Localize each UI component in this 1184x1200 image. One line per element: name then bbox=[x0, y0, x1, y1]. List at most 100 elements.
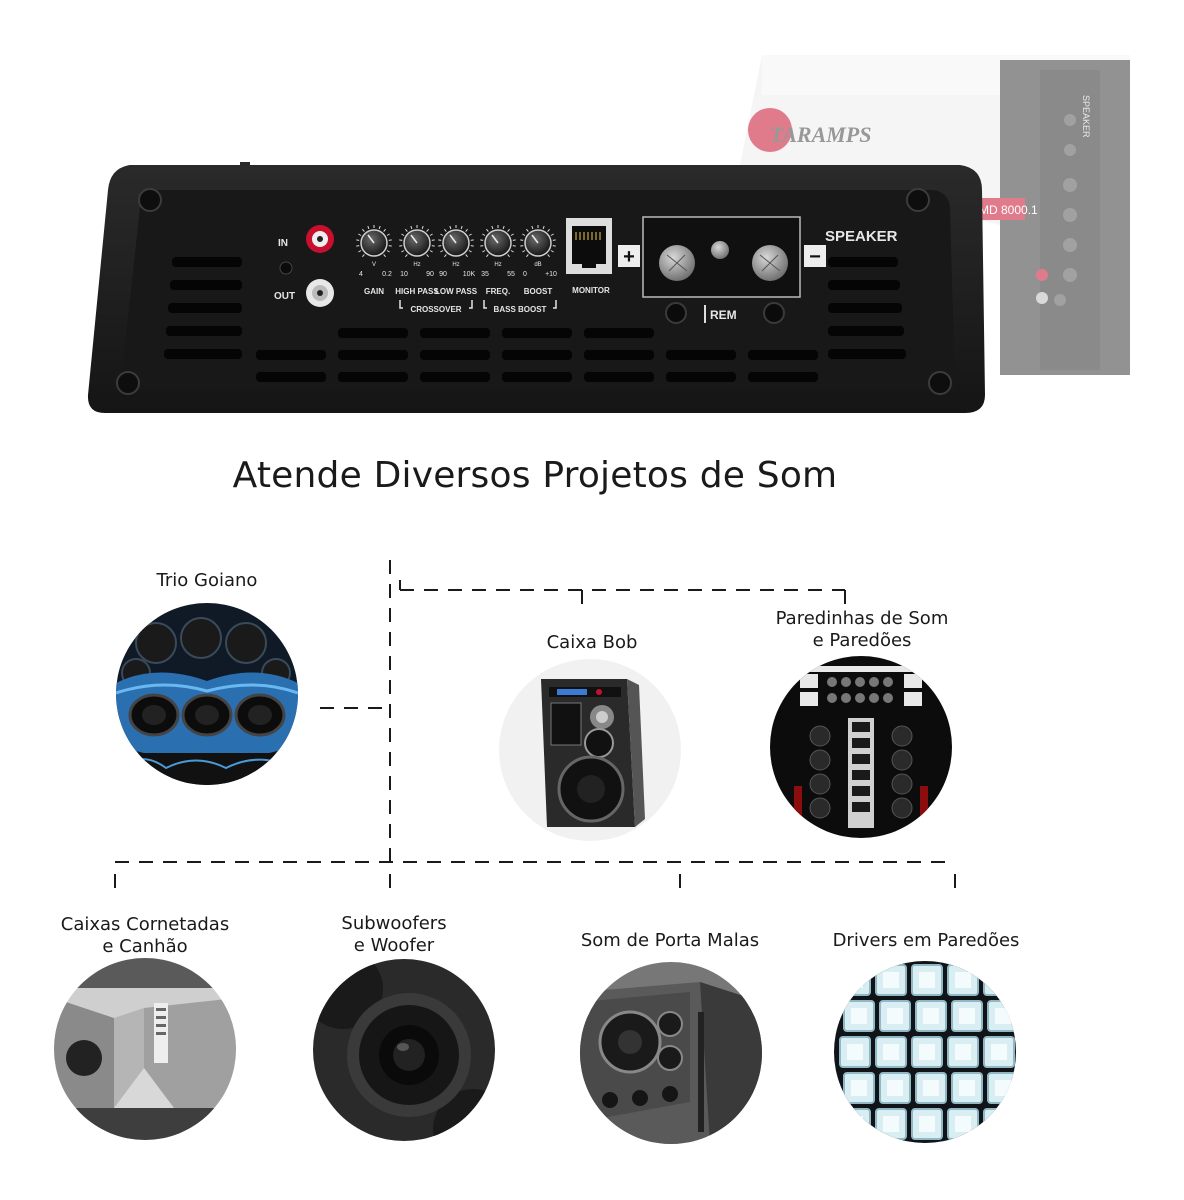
photo-drivers bbox=[834, 961, 1016, 1143]
driver-cell-inner bbox=[851, 1080, 867, 1096]
driver-cell-inner bbox=[923, 1080, 939, 1096]
driver-cell-inner bbox=[919, 972, 935, 988]
label-trio-goiano: Trio Goiano bbox=[107, 570, 307, 592]
driver-cell-inner bbox=[995, 1008, 1011, 1024]
driver-cell-inner bbox=[919, 1044, 935, 1060]
driver-cell-inner bbox=[991, 1044, 1007, 1060]
knob-scale-unit: Hz bbox=[452, 262, 459, 268]
monitor-label: MONITOR bbox=[572, 286, 610, 295]
knob-scale-min: 10 bbox=[400, 271, 408, 278]
driver-cell-inner bbox=[847, 1044, 863, 1060]
knob-scale-max: +10 bbox=[545, 271, 557, 278]
driver-cell-inner bbox=[887, 1008, 903, 1024]
knob-scale-max: 90 bbox=[426, 271, 434, 278]
background-speaker-label: SPEAKER bbox=[1081, 95, 1091, 138]
knob-scale-max: 10K bbox=[463, 271, 476, 278]
driver-cell-inner bbox=[923, 1008, 939, 1024]
label-line: Caixas Cornetadas bbox=[60, 914, 230, 935]
driver-cell-inner bbox=[919, 1116, 935, 1132]
knob-label: GAIN bbox=[364, 287, 384, 296]
label-porta-malas: Som de Porta Malas bbox=[560, 930, 780, 952]
label-line: Drivers em Paredões bbox=[832, 930, 1020, 951]
rem-label: REM bbox=[710, 308, 737, 322]
driver-cell-inner bbox=[959, 1008, 975, 1024]
driver-grid bbox=[839, 964, 1016, 1140]
speaker-terminal-positive[interactable] bbox=[659, 245, 695, 281]
in-label: IN bbox=[278, 238, 288, 249]
knob-scale-max: 55 bbox=[507, 271, 515, 278]
background-brand-logo: TARAMPS bbox=[770, 122, 871, 147]
photo-cornetadas bbox=[54, 958, 236, 1140]
label-line: Trio Goiano bbox=[156, 570, 258, 591]
rem-screw-right-icon bbox=[763, 302, 785, 324]
knob-scale-unit: V bbox=[372, 262, 376, 268]
rem-screw-left-icon bbox=[665, 302, 687, 324]
knob-scale-min: 0 bbox=[523, 271, 527, 278]
knob-label: FREQ. bbox=[486, 287, 510, 296]
crossover-label: CROSSOVER bbox=[410, 305, 461, 314]
knob-label: BOOST bbox=[524, 287, 553, 296]
label-line: e Canhão bbox=[102, 936, 188, 957]
background-amplifier: TARAMPS MD 8000.1 SPEAKER bbox=[740, 55, 1130, 375]
driver-cell-inner bbox=[887, 1080, 903, 1096]
minus-sign: − bbox=[809, 246, 821, 268]
label-caixa-bob: Caixa Bob bbox=[492, 632, 692, 654]
plus-terminal-icon bbox=[618, 245, 640, 267]
driver-cell-inner bbox=[955, 1044, 971, 1060]
driver-cell-inner bbox=[955, 972, 971, 988]
driver-cell-inner bbox=[883, 1044, 899, 1060]
headline: Atende Diversos Projetos de Som bbox=[232, 455, 838, 496]
knob-scale-min: 4 bbox=[359, 271, 363, 278]
driver-cell-inner bbox=[959, 1080, 975, 1096]
knob-label: LOW PASS bbox=[435, 287, 478, 296]
label-paredinhas: Paredinhas de Som e Paredões bbox=[742, 608, 982, 652]
label-line: Paredinhas de Som bbox=[775, 608, 949, 629]
label-line: e Woofer bbox=[353, 935, 435, 956]
background-model-label: MD 8000.1 bbox=[979, 203, 1038, 217]
label-subwoofers: Subwoofers e Woofer bbox=[294, 913, 494, 957]
amplifier-illustration: TARAMPS MD 8000.1 SPEAKER bbox=[87, 55, 1130, 413]
minus-terminal-icon bbox=[804, 245, 826, 267]
knob-scale-unit: Hz bbox=[494, 262, 501, 268]
knob-scale-unit: dB bbox=[534, 262, 541, 268]
label-drivers: Drivers em Paredões bbox=[816, 930, 1036, 952]
monitor-port[interactable] bbox=[566, 218, 612, 274]
driver-cell-inner bbox=[883, 972, 899, 988]
label-line: e Paredões bbox=[812, 630, 912, 651]
driver-cell-inner bbox=[955, 1116, 971, 1132]
screw-icon bbox=[116, 188, 952, 395]
photo-subwoofers bbox=[313, 959, 495, 1141]
rca-out-jack[interactable] bbox=[306, 279, 334, 307]
photo-caixa-bob bbox=[499, 659, 681, 841]
bass-boost-label: BASS BOOST bbox=[494, 305, 547, 314]
out-label: OUT bbox=[274, 291, 295, 302]
photo-porta-malas bbox=[580, 962, 762, 1144]
ground-screw-icon bbox=[279, 261, 293, 275]
knob-scale-max: 0.2 bbox=[382, 271, 392, 278]
label-cornetadas: Caixas Cornetadas e Canhão bbox=[30, 914, 260, 958]
knob-scale-min: 35 bbox=[481, 271, 489, 278]
speaker-terminal-negative[interactable] bbox=[752, 245, 788, 281]
photo-paredinhas bbox=[770, 656, 952, 838]
driver-cell-inner bbox=[851, 1008, 867, 1024]
knob-label: HIGH PASS bbox=[395, 287, 439, 296]
rca-in-jack[interactable] bbox=[306, 225, 334, 253]
cooling-vents bbox=[164, 257, 906, 382]
knob-low-pass[interactable]: 90 Hz 10K LOW PASS bbox=[435, 225, 478, 296]
photo-trio-goiano bbox=[116, 603, 298, 785]
label-line: Som de Porta Malas bbox=[580, 930, 760, 951]
label-line: Caixa Bob bbox=[546, 632, 638, 653]
knob-scale-unit: Hz bbox=[413, 262, 420, 268]
plus-sign: + bbox=[623, 246, 635, 268]
driver-cell-inner bbox=[883, 1116, 899, 1132]
label-line: Subwoofers bbox=[341, 913, 447, 934]
speaker-label: SPEAKER bbox=[825, 228, 898, 245]
knob-scale-min: 90 bbox=[439, 271, 447, 278]
center-screw-icon bbox=[711, 241, 729, 259]
